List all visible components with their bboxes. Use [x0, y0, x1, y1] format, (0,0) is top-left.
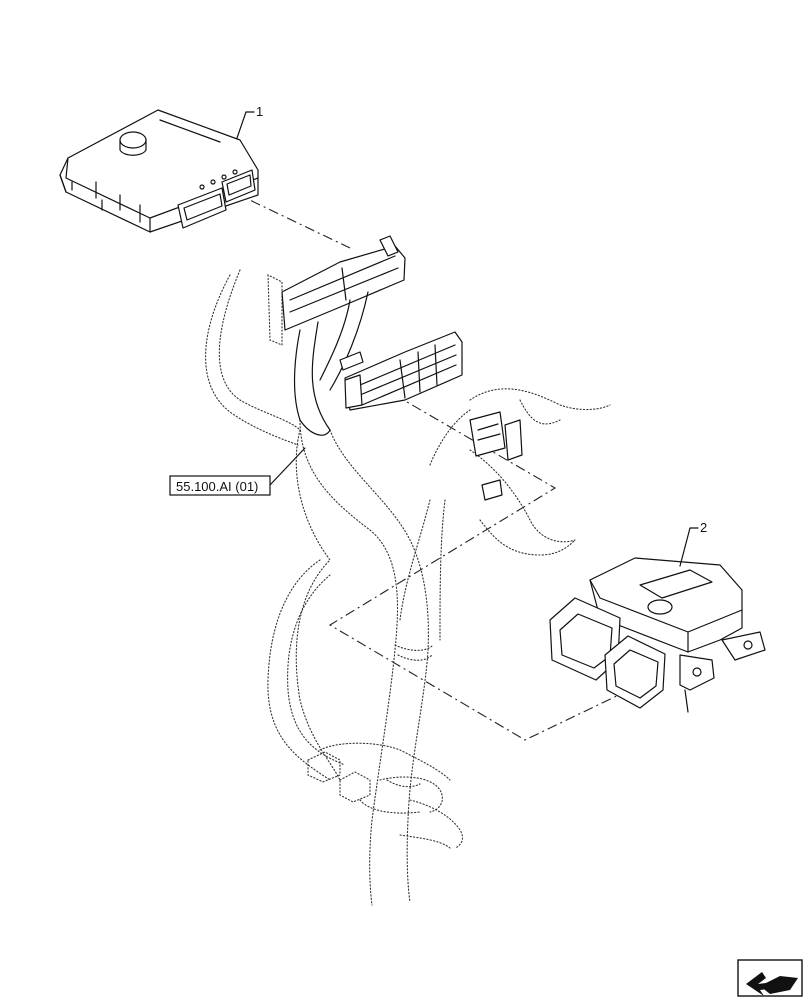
- ecu-module-2: [549, 557, 766, 713]
- harness-connector-middle: [339, 331, 463, 411]
- wire-harness: [205, 269, 611, 906]
- harness-connector-right: [469, 411, 523, 501]
- callout-2-label: 2: [700, 520, 707, 535]
- ecu-module-1: [59, 109, 259, 233]
- leader-lines: [232, 191, 651, 741]
- harness-connector-top: [281, 235, 406, 436]
- callout-1-label: 1: [256, 104, 263, 119]
- reference-label: 55.100.AI (01): [176, 479, 258, 494]
- callout-2: 2: [679, 520, 707, 567]
- callout-1: 1: [236, 104, 263, 139]
- reference-callout: 55.100.AI (01): [169, 447, 306, 496]
- page-nav-arrow-icon[interactable]: [737, 959, 803, 997]
